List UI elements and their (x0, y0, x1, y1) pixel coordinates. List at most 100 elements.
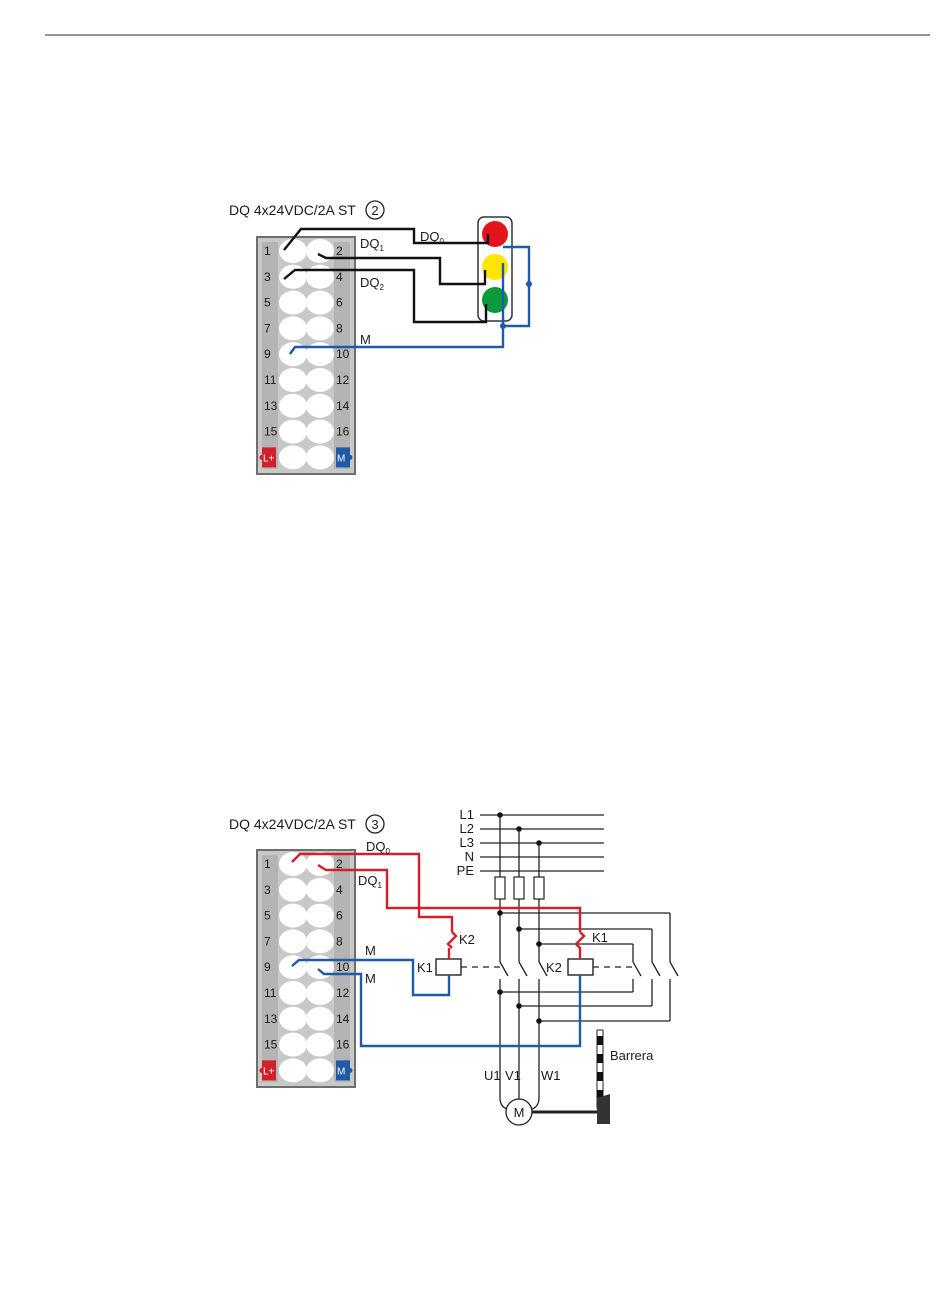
terminal-number: 15 (264, 1038, 278, 1052)
barrier-label: Barrera (610, 1048, 654, 1063)
label-dq0: DQ0 (420, 229, 445, 246)
label-dq2: DQ2 (360, 275, 385, 292)
terminal-socket (279, 239, 307, 263)
terminal-number: 8 (336, 321, 343, 335)
terminal-number: 5 (264, 296, 271, 310)
terminal-socket (279, 394, 307, 418)
terminal-number: 8 (336, 934, 343, 948)
k2-contact-label: K2 (459, 932, 475, 947)
label-dq1: DQ1 (358, 873, 383, 890)
terminal-socket (306, 904, 334, 928)
terminal-socket (279, 368, 307, 392)
terminal-number: 11 (264, 986, 277, 1000)
terminal-number: 7 (264, 321, 271, 335)
supply-minus-dot (348, 1068, 353, 1073)
diagram1-badge: 2 (371, 203, 378, 218)
terminal-number: 3 (264, 883, 271, 897)
terminal-number: 14 (336, 399, 350, 413)
terminal-socket (306, 1058, 334, 1082)
terminal-number: 1 (264, 244, 271, 258)
terminal-socket (306, 394, 334, 418)
terminal-socket (306, 929, 334, 953)
junction-dot (500, 323, 506, 329)
label-dq0: DQ0 (366, 839, 391, 856)
terminal-number: 4 (336, 270, 343, 284)
k2-coil-label: K2 (546, 960, 562, 975)
terminal-number: 1 (264, 857, 271, 871)
terminal-socket (279, 1033, 307, 1057)
terminal-number: 6 (336, 909, 343, 923)
terminal-socket (306, 445, 334, 469)
terminal-socket (306, 239, 334, 263)
fuse (514, 877, 524, 899)
terminal-socket (279, 1058, 307, 1082)
motor-label: M (514, 1105, 525, 1120)
k1-coil-label: K1 (417, 960, 433, 975)
k1-contact-label: K1 (592, 930, 608, 945)
supply-minus-dot (348, 455, 353, 460)
terminal-socket (279, 316, 307, 340)
terminal-socket (279, 420, 307, 444)
label-m: M (360, 332, 371, 347)
terminal-socket (279, 904, 307, 928)
terminal-number: 15 (264, 425, 278, 439)
bus-label: L1 (460, 807, 474, 822)
terminal-socket (306, 1033, 334, 1057)
supply-plus-label: L+ (263, 1066, 275, 1077)
terminal-socket (279, 265, 307, 289)
terminal-number: 16 (336, 425, 350, 439)
terminal-u1: U1 (484, 1068, 501, 1083)
terminal-socket (306, 1007, 334, 1031)
label-m: M (365, 971, 376, 986)
terminal-socket (279, 878, 307, 902)
terminal-number: 9 (264, 960, 271, 974)
terminal-w1: W1 (541, 1068, 561, 1083)
terminal-socket (279, 929, 307, 953)
terminal-socket (306, 291, 334, 315)
terminal-socket (279, 981, 307, 1005)
terminal-number: 10 (336, 347, 350, 361)
terminal-number: 12 (336, 986, 350, 1000)
terminal-socket (306, 852, 334, 876)
terminal-socket (306, 265, 334, 289)
terminal-socket (279, 445, 307, 469)
bus-label: L2 (460, 821, 474, 836)
terminal-socket (306, 981, 334, 1005)
terminal-socket (306, 878, 334, 902)
barrier-symbol (597, 1030, 610, 1124)
terminal-number: 4 (336, 883, 343, 897)
supply-minus-label: M (337, 1066, 345, 1077)
terminal-number: 3 (264, 270, 271, 284)
diagram1-title: DQ 4x24VDC/2A ST (229, 202, 356, 218)
terminal-number: 9 (264, 347, 271, 361)
k1-coil (436, 959, 461, 975)
terminal-number: 6 (336, 296, 343, 310)
terminal-socket (306, 368, 334, 392)
terminal-number: 12 (336, 373, 350, 387)
terminal-socket (279, 1007, 307, 1031)
fuse (495, 877, 505, 899)
bus-label: PE (457, 863, 475, 878)
terminal-number: 10 (336, 960, 350, 974)
terminal-number: 7 (264, 934, 271, 948)
terminal-number: 14 (336, 1012, 350, 1026)
terminal-socket (306, 316, 334, 340)
terminal-v1: V1 (505, 1068, 521, 1083)
label-dq1: DQ1 (360, 236, 385, 253)
power-bus: L1 L2 L3 N PE (457, 807, 604, 878)
terminal-number: 2 (336, 244, 343, 258)
diagram-traffic-light: DQ 4x24VDC/2A ST 2 123456789101112131415… (229, 201, 532, 474)
label-m: M (365, 943, 376, 958)
terminal-number: 5 (264, 909, 271, 923)
k2-coil (568, 959, 593, 975)
terminal-socket (279, 291, 307, 315)
fuse (534, 877, 544, 899)
k1-interlock-contact (576, 932, 584, 959)
terminal-number: 13 (264, 399, 278, 413)
supply-plus-label: L+ (263, 453, 275, 464)
diagram2-badge: 3 (371, 817, 378, 832)
k2-interlock-contact (448, 932, 456, 948)
